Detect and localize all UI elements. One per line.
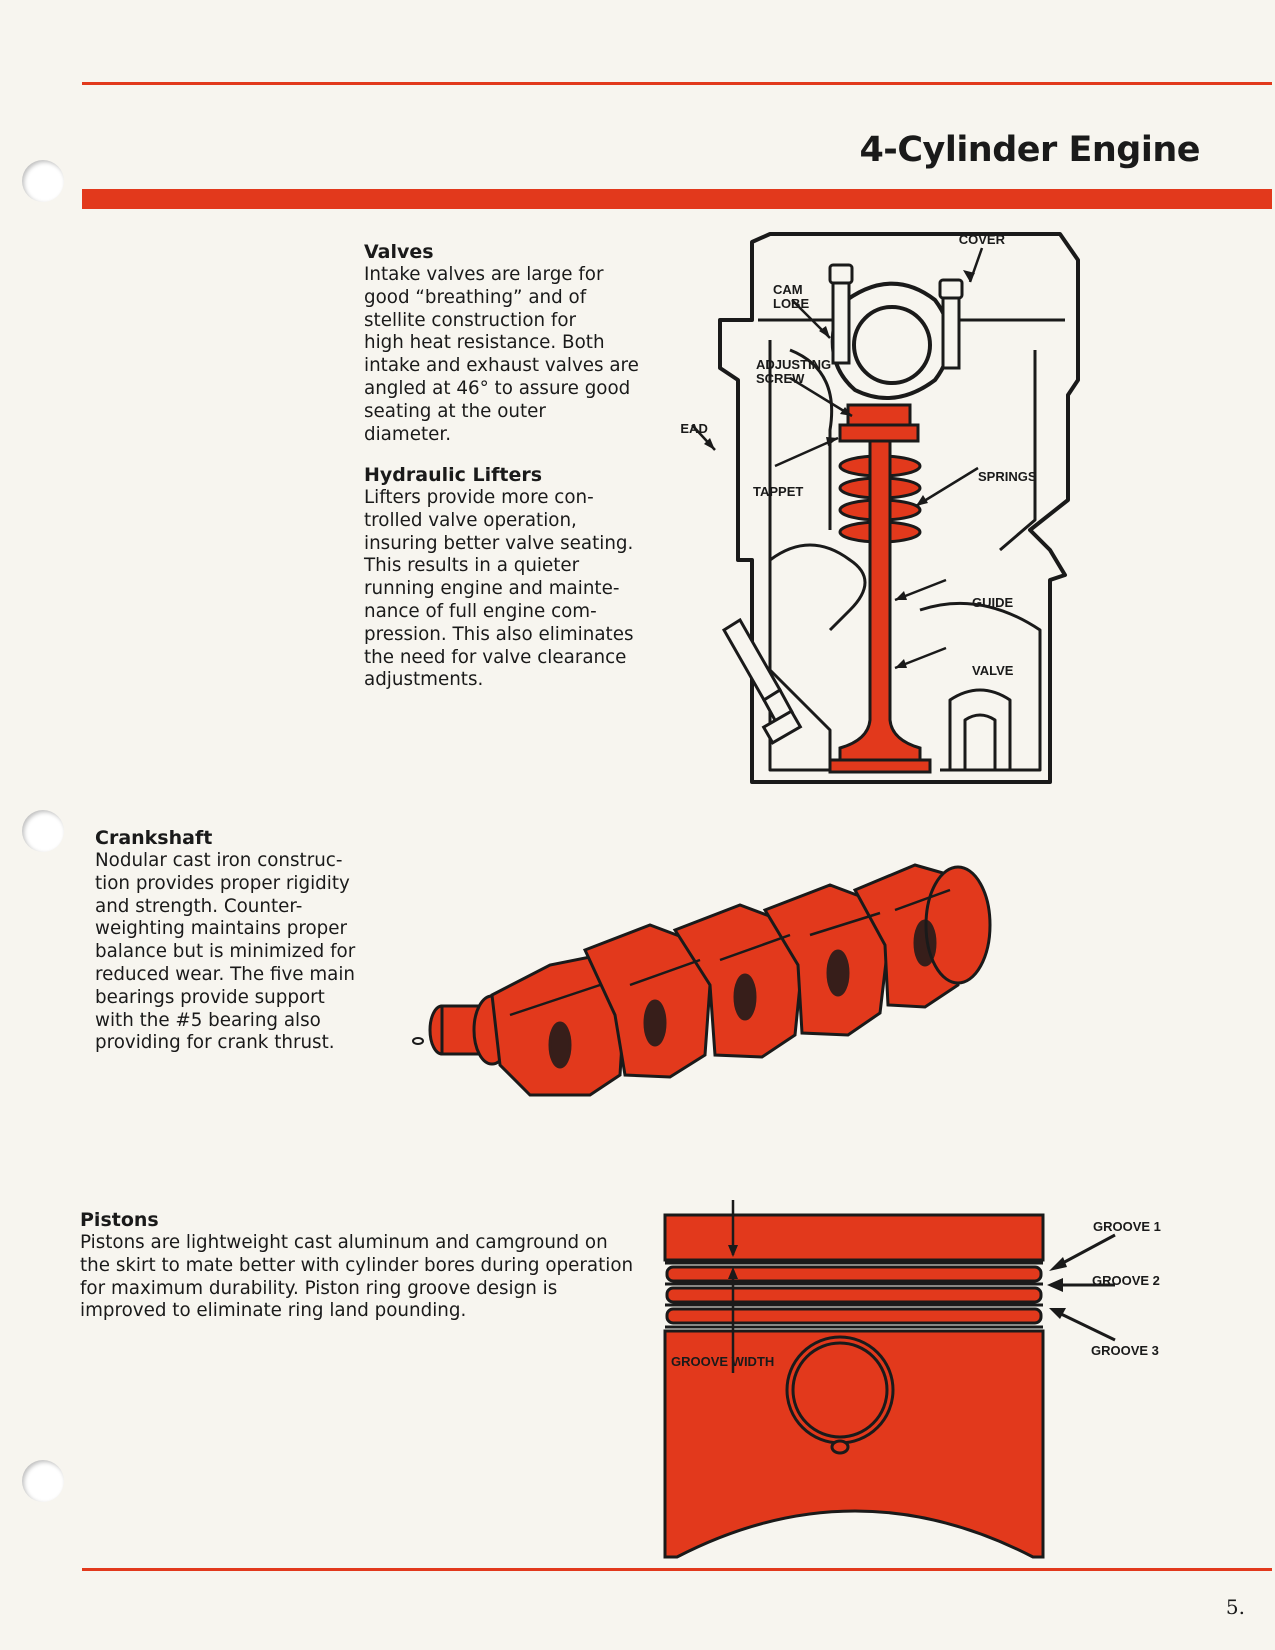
header-band: [82, 189, 1272, 209]
lifters-body: Lifters provide more con- trolled valve …: [364, 487, 664, 692]
text-line: stellite construction for: [364, 309, 577, 331]
text-line: Nodular cast iron construc-: [95, 850, 343, 871]
text-line: reduced wear. The five main: [95, 963, 356, 985]
text-line: This results in a quieter: [364, 555, 580, 577]
lifters-section: Hydraulic Lifters Lifters provide more c…: [364, 463, 664, 692]
piston-skirt: [663, 1329, 1045, 1559]
text-line: for maximum durability. Piston ring groo…: [80, 1277, 558, 1299]
label-head: HEAD: [680, 421, 708, 436]
crankshaft-heading: Crankshaft: [95, 827, 213, 849]
text-line: high heat resistance. Both: [364, 332, 605, 354]
text-line: angled at 46° to assure good: [364, 377, 631, 399]
pistons-section: Pistons Pistons are lightweight cast alu…: [80, 1208, 640, 1323]
label-groove-1: GROOVE 1: [1093, 1219, 1161, 1234]
text-line: adjustments.: [364, 669, 484, 691]
text-line: trolled valve operation,: [364, 509, 577, 531]
text-line: tion provides proper rigidity: [95, 872, 350, 894]
label-guide: GUIDE: [972, 595, 1014, 610]
text-line: diameter.: [364, 423, 452, 445]
label-springs: SPRINGS: [978, 469, 1037, 484]
label-groove-3: GROOVE 3: [1091, 1343, 1159, 1358]
bottom-rule: [82, 1568, 1272, 1571]
cylinder-head-outline: [718, 232, 1080, 784]
piston-crown: [663, 1213, 1045, 1262]
text-line: the need for valve clearance: [364, 646, 627, 668]
top-rule: [82, 82, 1272, 85]
text-line: pression. This also eliminates: [364, 623, 634, 645]
label-cover: COVER: [959, 232, 1006, 247]
binder-hole-top: [22, 160, 64, 202]
adjusting-screw: [846, 403, 912, 427]
page-title: 4-Cylinder Engine: [859, 130, 1200, 170]
text-line: bearings provide support: [95, 986, 325, 1008]
text-line: with the #5 bearing also: [95, 1009, 321, 1031]
label-tappet: TAPPET: [753, 484, 803, 499]
valve-train-diagram: COVER CAM LOBE ADJUSTING SCREW HEAD TAPP…: [680, 232, 1080, 784]
valve-assembly: [828, 403, 932, 774]
valves-section: Valves Intake valves are large for good …: [364, 240, 664, 446]
text-line: weighting maintains proper: [95, 918, 348, 940]
text-line: the skirt to mate better with cylinder b…: [80, 1254, 634, 1276]
text-line: improved to eliminate ring land pounding…: [80, 1300, 467, 1322]
text-line: providing for crank thrust.: [95, 1032, 335, 1054]
label-screw: SCREW: [756, 371, 805, 386]
spark-plug: [721, 617, 803, 745]
label-cam: CAM: [773, 282, 803, 297]
text-line: Lifters provide more con-: [364, 487, 594, 508]
text-line: running engine and mainte-: [364, 578, 620, 600]
label-groove-width: GROOVE WIDTH: [671, 1354, 774, 1369]
tappet: [838, 423, 920, 443]
text-line: good “breathing” and of: [364, 286, 587, 308]
binder-hole-middle: [22, 810, 64, 852]
label-valve: VALVE: [972, 663, 1014, 678]
text-line: nance of full engine com-: [364, 600, 597, 622]
crankshaft-section: Crankshaft Nodular cast iron construc- t…: [95, 826, 375, 1055]
cam-lobe: [830, 281, 952, 400]
text-line: intake and exhaust valves are: [364, 355, 639, 377]
label-groove-2: GROOVE 2: [1092, 1273, 1160, 1288]
valves-body: Intake valves are large for good “breath…: [364, 264, 664, 446]
lifters-heading: Hydraulic Lifters: [364, 464, 543, 486]
binder-hole-bottom: [22, 1460, 64, 1502]
text-line: and strength. Counter-: [95, 895, 303, 917]
pistons-body: Pistons are lightweight cast aluminum an…: [80, 1232, 640, 1323]
crankshaft-body: Nodular cast iron construc- tion provide…: [95, 850, 375, 1055]
text-line: balance but is minimized for: [95, 941, 356, 963]
label-adjusting: ADJUSTING: [756, 357, 831, 372]
text-line: insuring better valve seating.: [364, 532, 634, 554]
pistons-heading: Pistons: [80, 1209, 159, 1231]
text-line: Intake valves are large for: [364, 264, 604, 285]
page-number: 5.: [1225, 1595, 1245, 1619]
text-line: seating at the outer: [364, 400, 546, 422]
text-line: Pistons are lightweight cast aluminum an…: [80, 1232, 608, 1253]
label-lobe: LOBE: [773, 296, 809, 311]
piston-diagram: GROOVE WIDTH GROOVE 1 GROOVE 2 GROOVE 3: [663, 1200, 1161, 1559]
piston-pin-boss: [785, 1335, 895, 1455]
crankshaft-illustration: [412, 863, 992, 1097]
valves-heading: Valves: [364, 241, 434, 263]
